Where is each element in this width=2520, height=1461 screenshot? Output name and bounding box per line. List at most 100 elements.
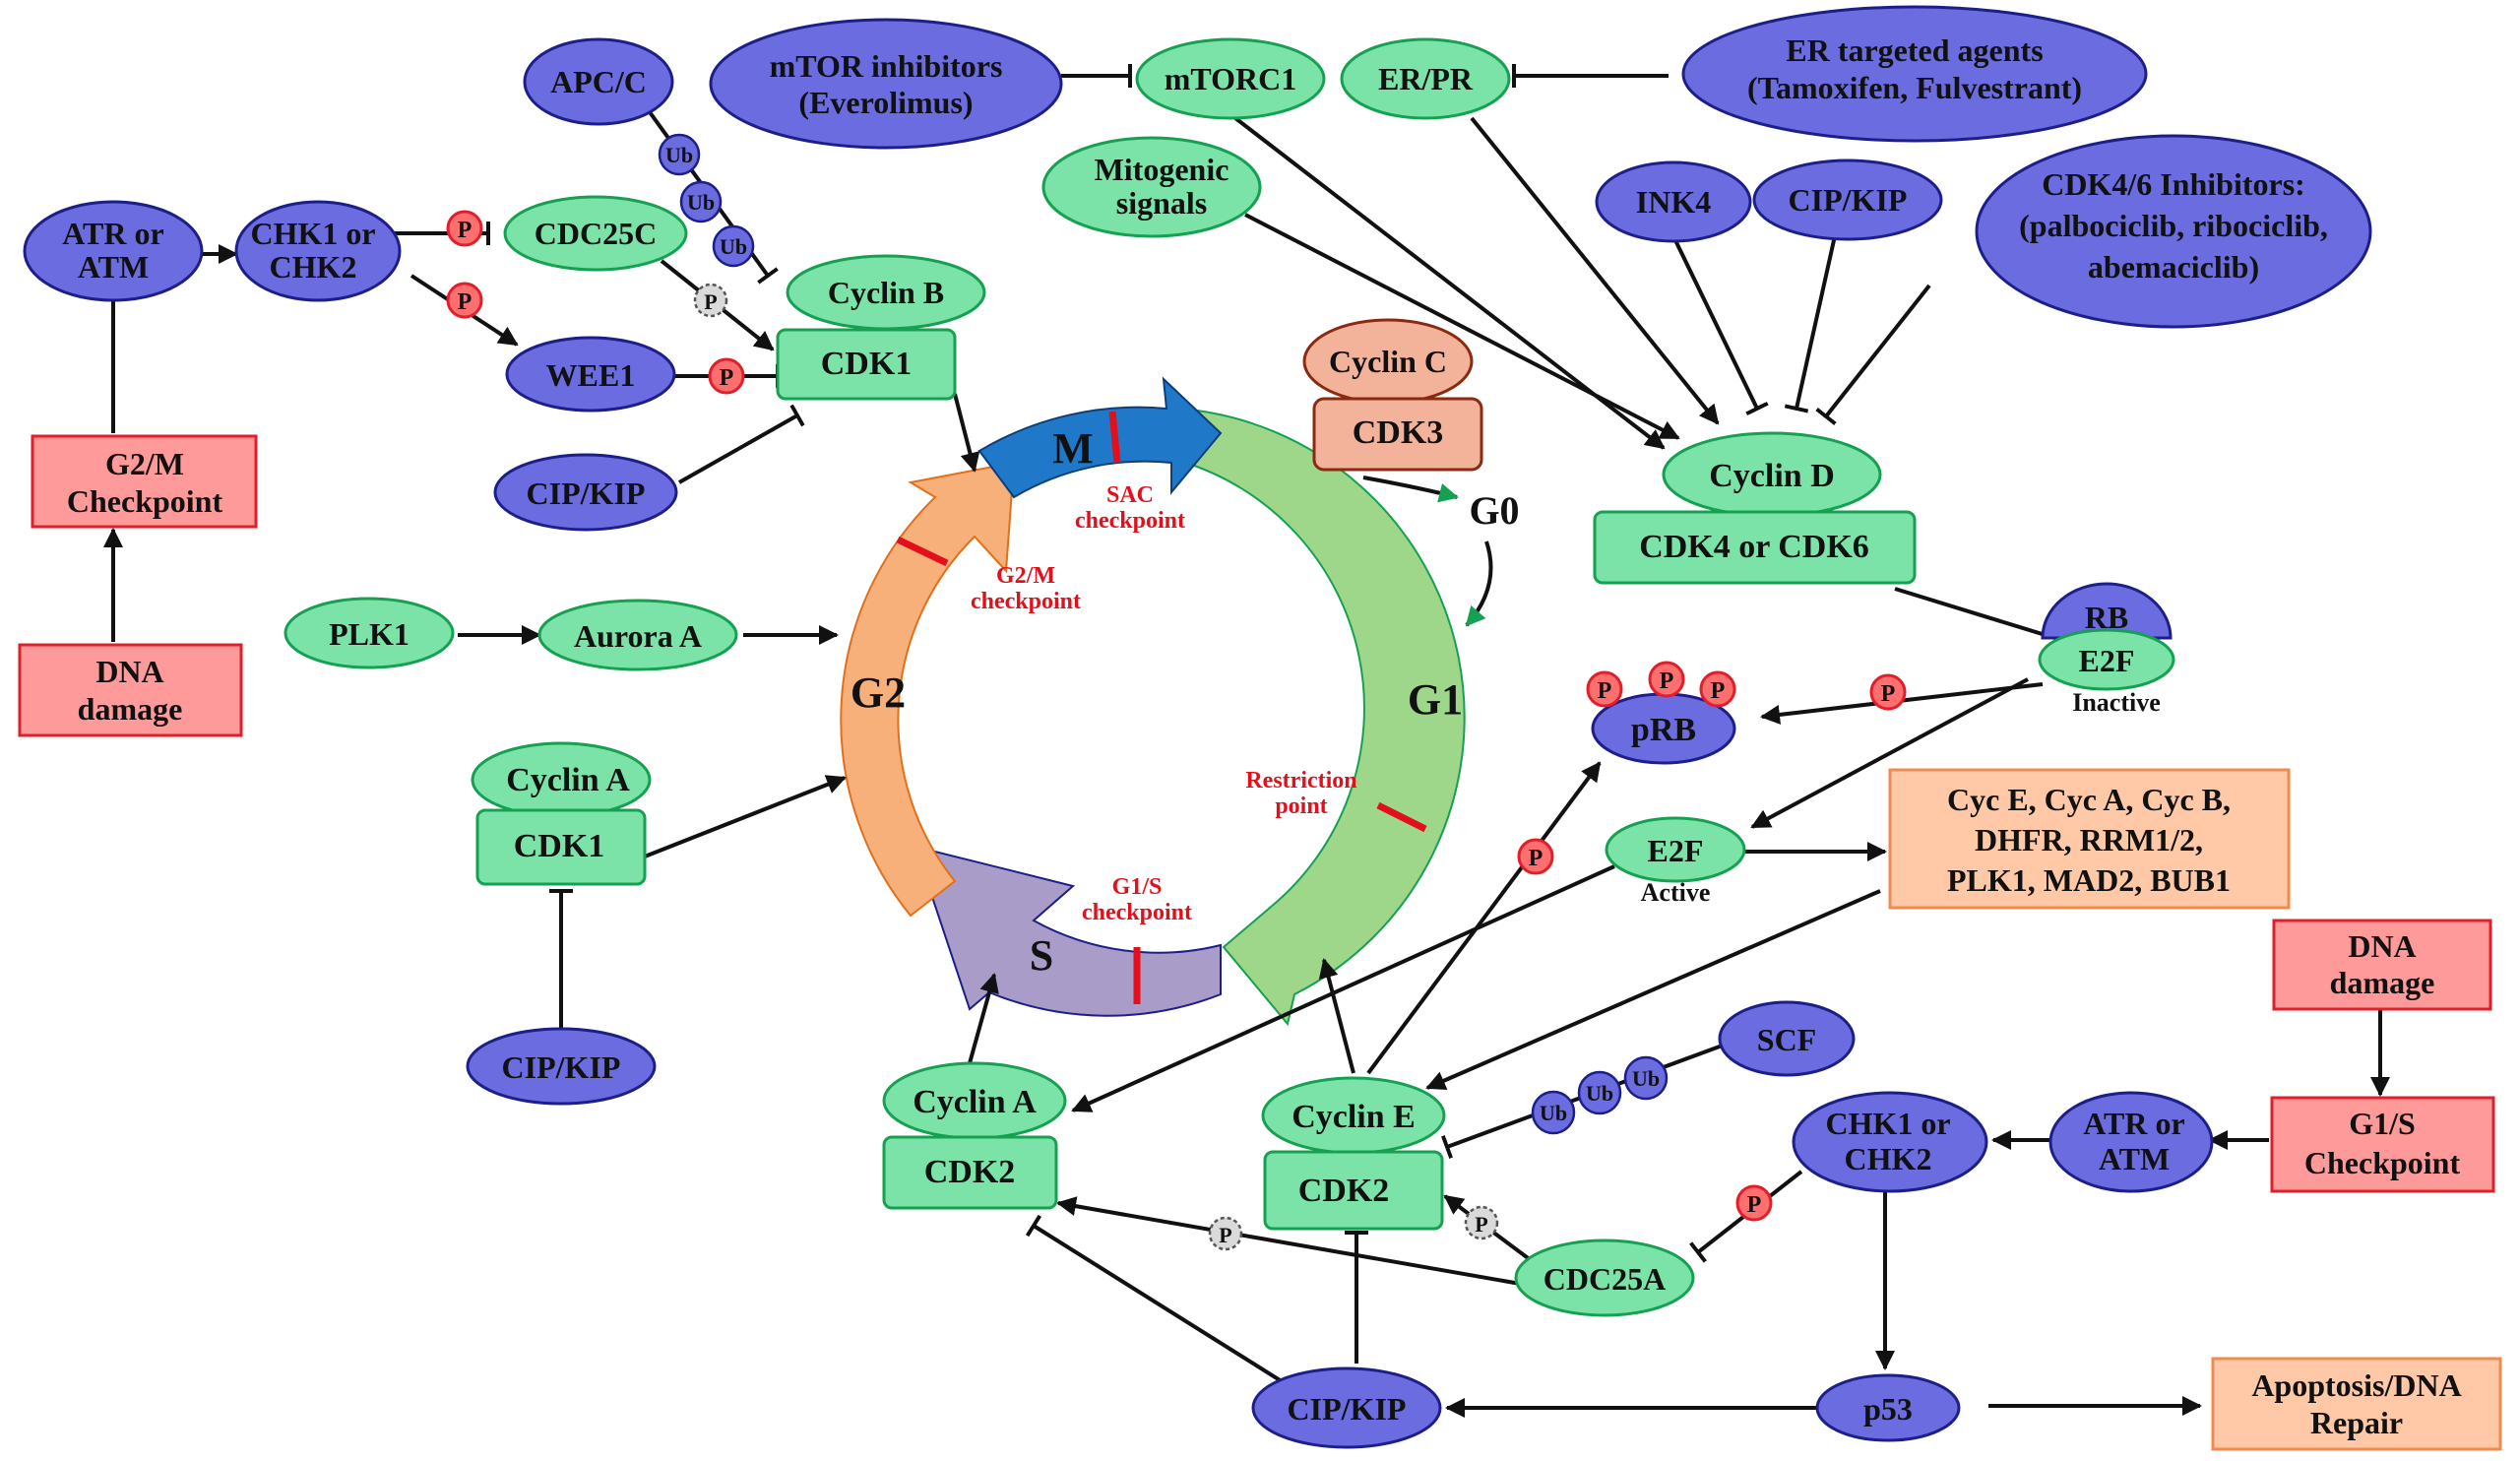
restriction-point-tick [1376, 801, 1427, 833]
phospho-badge-cdc25a-cdk2e: P [1464, 1205, 1499, 1240]
ink4-label: INK4 [1636, 184, 1711, 220]
edge-cipkip4-to-cdk2a [1025, 1214, 1287, 1385]
cyclin-b-label: Cyclin B [828, 275, 944, 310]
phase-label-s: S [1030, 931, 1053, 980]
mtorc1-label: mTORC1 [1165, 61, 1297, 96]
cdc25a-label: CDC25A [1544, 1261, 1666, 1297]
atr-atm-bottom-node: ATR or ATM [2048, 1091, 2214, 1193]
g2m-checkpoint-box-label-1: G2/M [105, 446, 184, 481]
edge-cdk46inh-to-cyclind [1815, 284, 1931, 426]
cyclin-c-label: Cyclin C [1329, 344, 1447, 379]
edge-rbe2f-to-e2factive [1750, 677, 2029, 829]
cdc25a-node: CDC25A [1514, 1239, 1695, 1317]
cipkip-1-node: CIP/KIP [493, 453, 678, 532]
er-targeted-agents-node: ER targeted agents (Tamoxifen, Fulvestra… [1681, 5, 2148, 143]
cyclin-d-label: Cyclin D [1709, 458, 1835, 494]
apoptosis-label-1: Apoptosis/DNA [2251, 1367, 2461, 1403]
phospho-badge-label: P [720, 365, 734, 391]
g2m-checkpoint-box-label-2: Checkpoint [67, 483, 223, 519]
m-phase-arc [977, 376, 1223, 499]
phospho-badge-label: P [458, 218, 472, 243]
chk-bottom-node: CHK1 or CHK2 [1792, 1091, 1988, 1193]
p53-label: p53 [1863, 1391, 1913, 1427]
plk1-label: PLK1 [329, 616, 410, 652]
mitogenic-label-1: Mitogenic [1095, 152, 1229, 187]
cipkip-1-label: CIP/KIP [527, 476, 646, 511]
cyclin-a-bottom-label: Cyclin A [913, 1084, 1037, 1120]
g1s-checkpoint-label-2: checkpoint [1082, 900, 1192, 925]
mtorc1-node: mTORC1 [1135, 37, 1326, 120]
phospho-badge-cycline-prb: P [1517, 838, 1554, 875]
ink4-node: INK4 [1595, 160, 1752, 243]
mtor-inhibitors-node: mTOR inhibitors (Everolimus) [709, 18, 1063, 150]
g1s-checkpoint-box: G1/S Checkpoint [2270, 1096, 2495, 1193]
wee1-label: WEE1 [546, 357, 636, 393]
edge-g0-to-g1 [1465, 540, 1493, 627]
cipkip-4-node: CIP/KIP [1251, 1366, 1442, 1449]
dna-damage-left-label-1: DNA [95, 654, 163, 689]
atr-atm-bottom-label-1: ATR or [2083, 1106, 2184, 1141]
apcc-node: APC/C [523, 37, 674, 126]
apoptosis-label-2: Repair [2310, 1405, 2403, 1440]
atr-atm-top-label-1: ATR or [62, 216, 163, 251]
sac-checkpoint-label-2: checkpoint [1075, 508, 1185, 534]
active-caption: Active [1641, 878, 1711, 907]
chk-bottom-label-1: CHK1 or [1825, 1106, 1950, 1141]
ub-badge-label: Ub [687, 190, 715, 215]
wee1-node: WEE1 [505, 336, 676, 413]
phase-label-m: M [1052, 424, 1094, 473]
e2f-target-genes-box: Cyc E, Cyc A, Cyc B, DHFR, RRM1/2, PLK1,… [1888, 768, 2291, 910]
dna-damage-right-label-1: DNA [2348, 928, 2416, 964]
g2-phase-arc [840, 461, 1016, 918]
cdk46inh-label-3: abemaciclib) [2088, 249, 2259, 285]
ub-badge-bottom-1: Ub [1531, 1090, 1576, 1135]
cdk46inh-label-2: (palbociclib, ribociclib, [2019, 208, 2328, 243]
mitogenic-label-2: signals [1116, 185, 1207, 221]
edge-erpr-to-cyclind [1470, 116, 1720, 425]
phospho-badge-label: P [704, 289, 717, 314]
prb-label: pRB [1631, 712, 1696, 748]
cyclind-cdk46-complex: Cyclin D CDK4 or CDK6 [1593, 431, 1917, 585]
phase-label-g0: G0 [1469, 488, 1519, 533]
rb-e2f-inactive-complex: RB E2F Inactive [2038, 582, 2175, 717]
mtor-inhibitors-label-1: mTOR inhibitors [770, 48, 1003, 84]
aurora-a-node: Aurora A [537, 599, 738, 671]
edge-cdc25a-to-cdk2a [1056, 1196, 1527, 1287]
edge-mitogenic-to-cyclind [1244, 213, 1680, 440]
mitogenic-signals-node: Mitogenic signals [1041, 136, 1262, 238]
erpr-label: ER/PR [1378, 61, 1474, 96]
edge-cyclinE-to-g1 [1318, 958, 1355, 1074]
ub-badge-top-3: Ub [712, 224, 755, 268]
nodes: ATR or ATM CHK1 or CHK2 G2/M Checkpoint … [18, 5, 2502, 1451]
chk-top-label-1: CHK1 or [250, 216, 375, 251]
g2m-checkpoint-box: G2/M Checkpoint [31, 434, 258, 529]
targets-label-3: PLK1, MAD2, BUB1 [1947, 862, 2231, 898]
cyclinb-cdk1-complex: Cyclin B CDK1 [776, 254, 986, 401]
cycline-cdk2-complex: Cyclin E CDK2 [1261, 1076, 1446, 1231]
targets-label-2: DHFR, RRM1/2, [1975, 822, 2203, 858]
edge-cipkip1-to-cdk1 [678, 404, 805, 484]
phospho-badge-wee1-cdk1: P [708, 357, 745, 395]
ub-badge-label: Ub [720, 234, 747, 259]
phospho-badge-label: P [1598, 678, 1612, 704]
phospho-badge-chk-wee1: P [446, 282, 483, 319]
dna-damage-left-box: DNA damage [18, 643, 243, 737]
phase-label-g2: G2 [850, 668, 906, 717]
g1s-checkpoint-label-1: G1/S [1112, 874, 1163, 900]
phospho-badge-prb-2: P [1648, 661, 1685, 698]
cell-cycle-ring: M G1 S G2 G0 SAC checkpoint G2/M checkpo… [840, 376, 1520, 1027]
phospho-badge-chk-cdc25c: P [446, 210, 483, 247]
atr-atm-top-label-2: ATM [78, 249, 149, 285]
edge-cipkip2-to-cyclind [1784, 230, 1838, 413]
edge-cyclinA-to-s [968, 973, 999, 1064]
phospho-badge-label: P [1219, 1223, 1231, 1247]
ub-badge-label: Ub [1540, 1101, 1567, 1125]
ub-badge-top-2: Ub [679, 180, 723, 223]
ub-badge-label: Ub [665, 143, 693, 167]
ub-badge-bottom-3: Ub [1623, 1055, 1669, 1101]
mtor-inhibitors-label-2: (Everolimus) [798, 85, 973, 120]
edge-cdk1-to-m [953, 393, 980, 473]
chk-top-node: CHK1 or CHK2 [234, 200, 402, 302]
badges: P P P P Ub Ub Ub P [446, 133, 1907, 1251]
sac-checkpoint-label-1: SAC [1106, 482, 1154, 508]
